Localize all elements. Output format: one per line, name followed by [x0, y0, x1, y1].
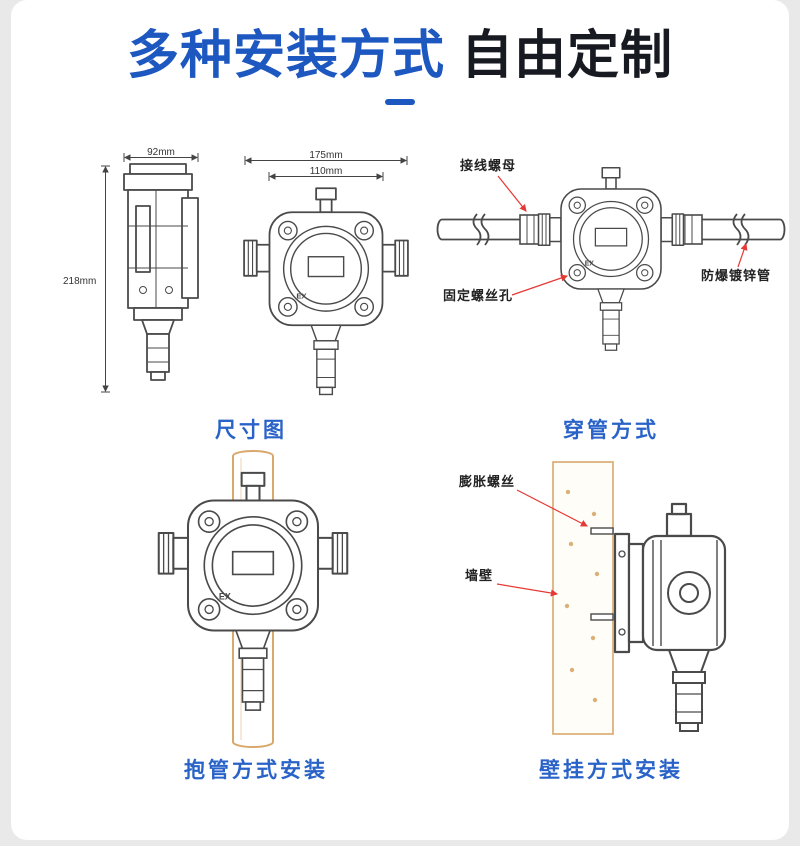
- page-header: 多种安装方式自由定制: [11, 27, 789, 106]
- title-secondary: 自由定制: [461, 27, 674, 85]
- section-dimension: 92mm 218mm 175mm 110mm: [61, 148, 441, 444]
- content-card: 多种安装方式自由定制: [11, 0, 789, 840]
- wall-mount-diagram: 膨胀螺丝 墙壁: [458, 461, 727, 735]
- caption-pipe-through: 穿管方式: [563, 419, 659, 442]
- wall-shape: [552, 461, 614, 735]
- pipe-through-diagram: 接线螺母 防爆镀锌管 固定螺丝孔: [436, 158, 786, 352]
- label-fixing-screw-holes: 固定螺丝孔: [443, 288, 513, 303]
- wall-texture-dots: [564, 489, 600, 703]
- dim-height-side: 218mm: [63, 276, 96, 287]
- dimension-diagram: 92mm 218mm 175mm 110mm: [63, 148, 409, 396]
- label-galvanized-pipe: 防爆镀锌管: [701, 268, 771, 283]
- label-wall: 墙壁: [465, 568, 493, 583]
- dim-width-side: 92mm: [147, 148, 175, 158]
- expansion-screws: [590, 527, 614, 621]
- section-wall-mount: 膨胀螺丝 墙壁 壁挂方式安装: [441, 448, 781, 784]
- label-expansion-screw: 膨胀螺丝: [458, 474, 515, 489]
- dim-width-front-outer: 175mm: [309, 150, 342, 161]
- caption-dimension: 尺寸图: [215, 419, 287, 442]
- page-title: 多种安装方式自由定制: [11, 27, 789, 85]
- dim-width-front-inner: 110mm: [310, 166, 343, 177]
- section-pipe-through: 接线螺母 防爆镀锌管 固定螺丝孔 穿管方式: [429, 148, 789, 444]
- title-underline: [385, 99, 415, 106]
- pipe-clamp-diagram: [157, 450, 349, 748]
- title-primary: 多种安装方式: [126, 27, 445, 85]
- label-wiring-nut: 接线螺母: [460, 158, 516, 173]
- caption-wall-mount: 壁挂方式安装: [539, 759, 683, 782]
- caption-pipe-clamp: 抱管方式安装: [184, 759, 328, 782]
- section-pipe-clamp: 抱管方式安装: [96, 448, 416, 784]
